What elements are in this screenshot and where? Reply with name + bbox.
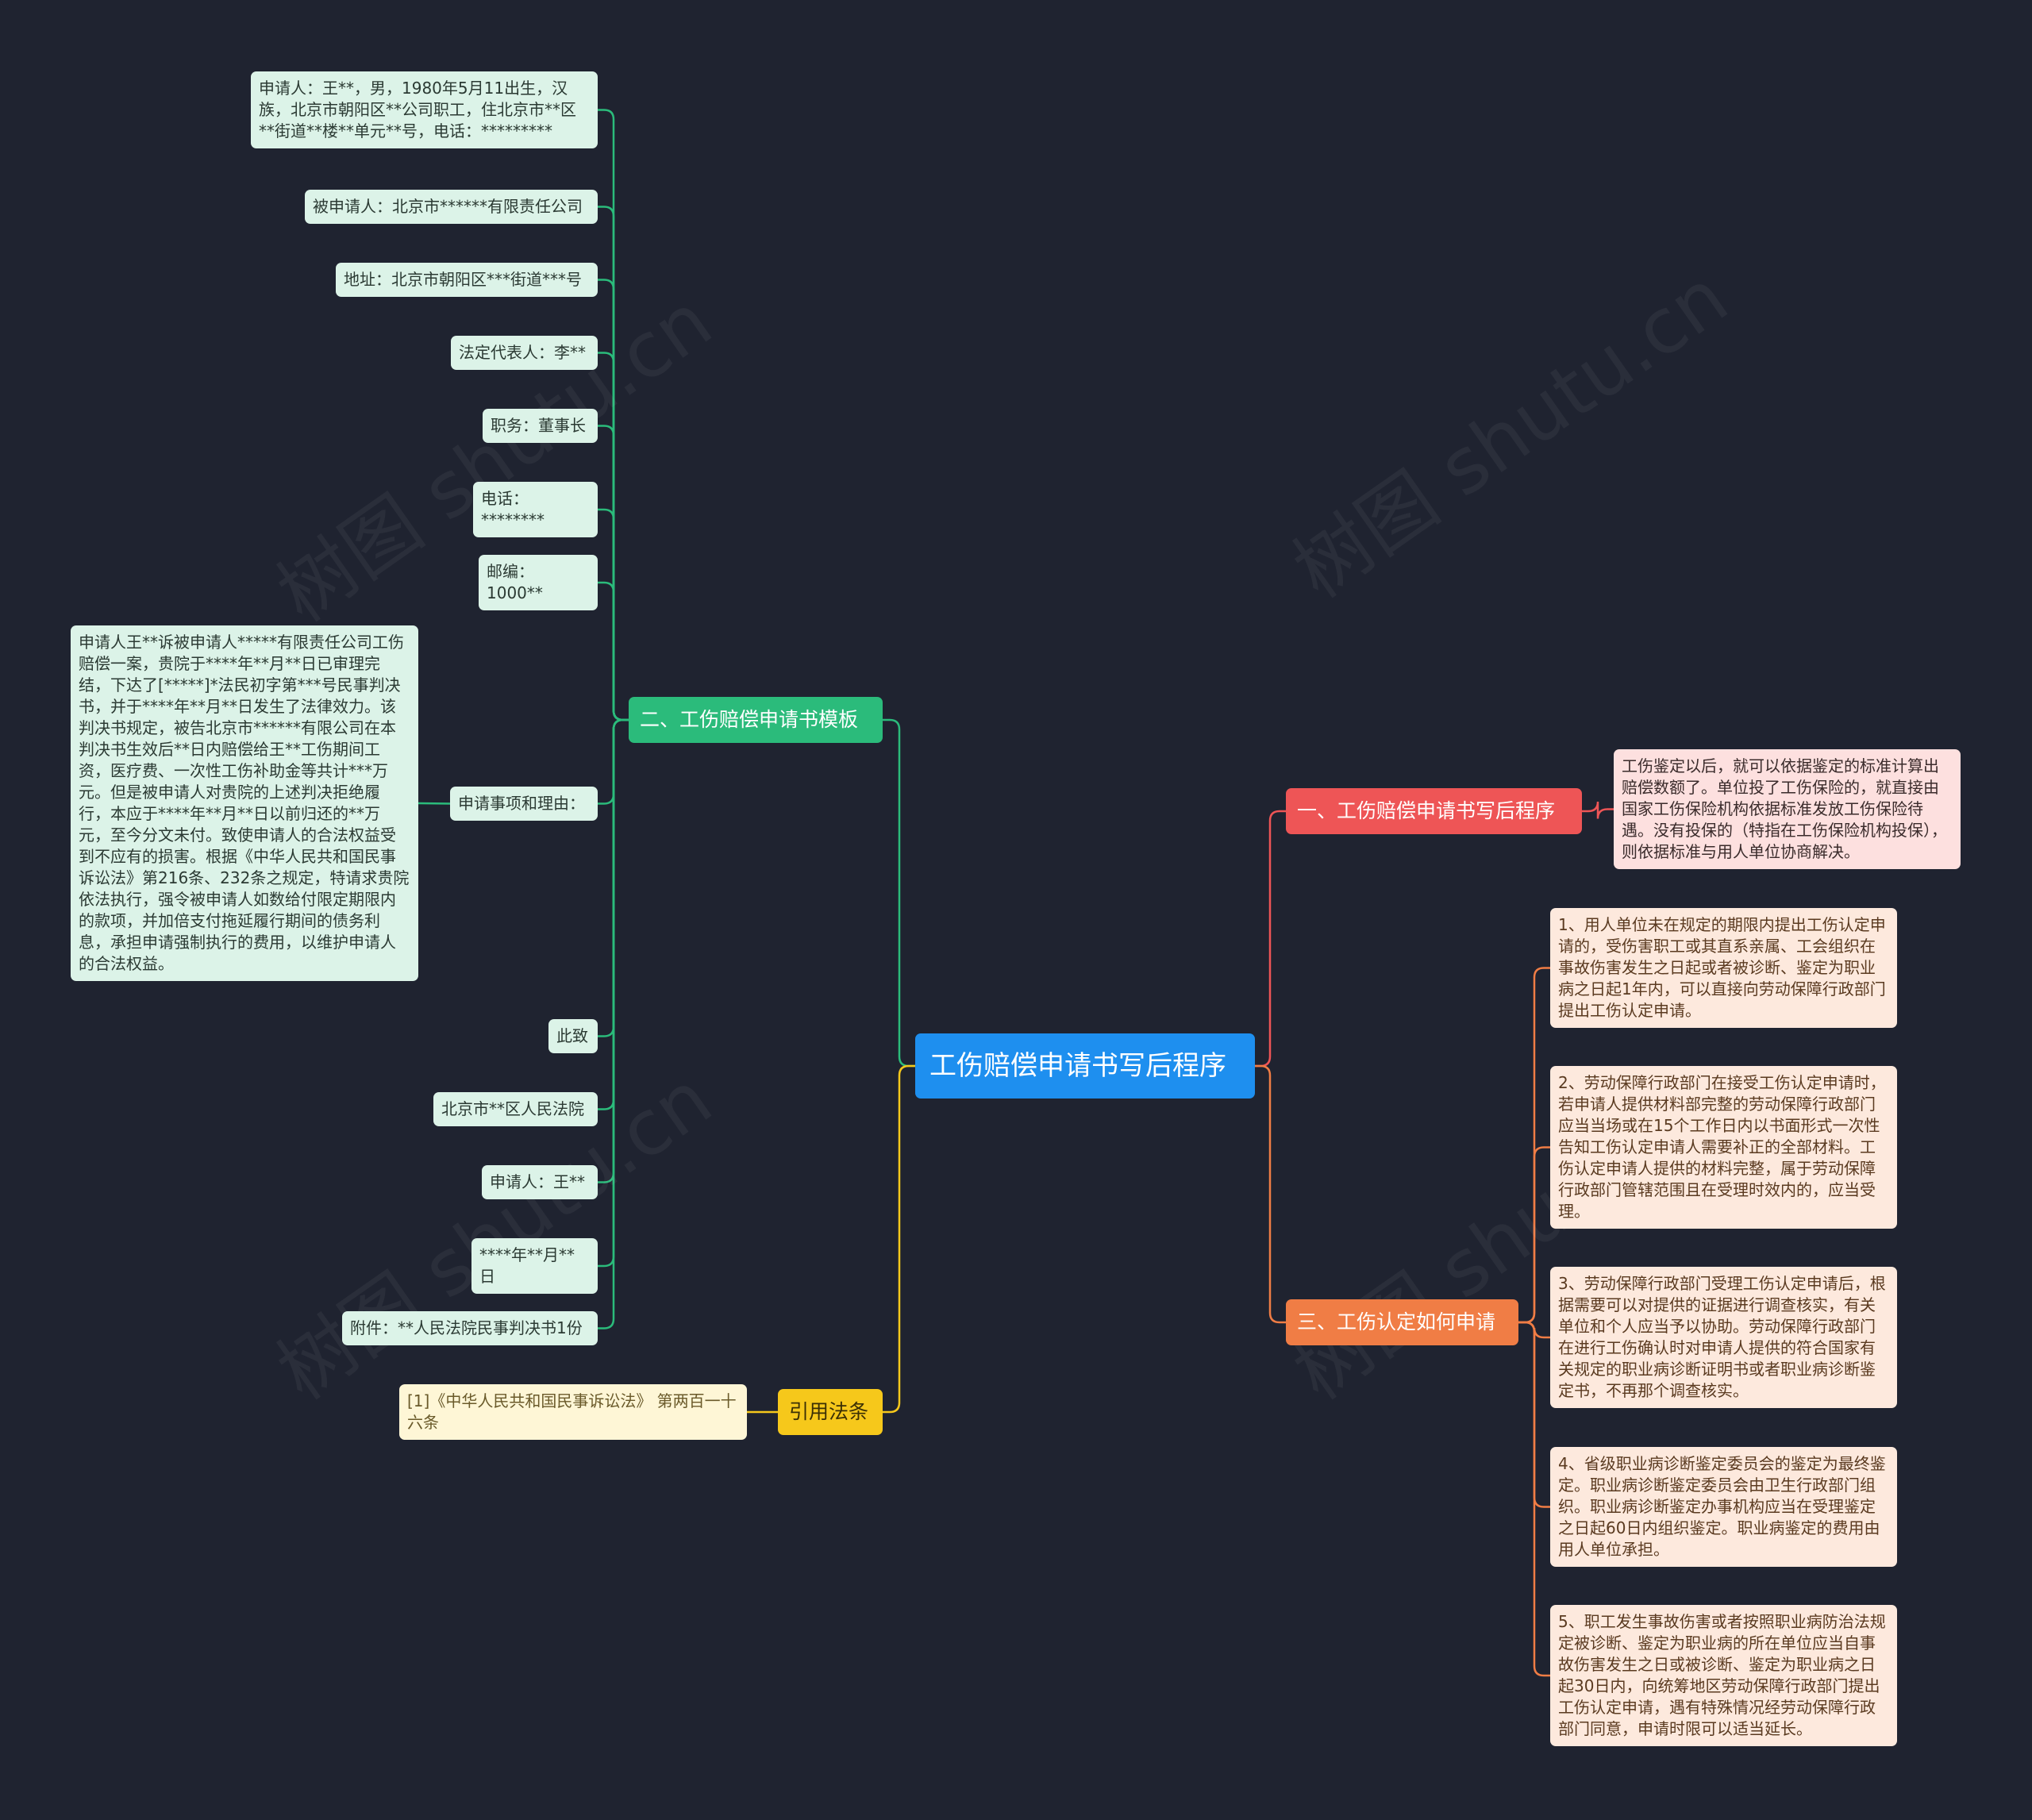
template-item-signature[interactable]: 申请人：王** [482,1165,598,1199]
template-item-address[interactable]: 地址：北京市朝阳区***街道***号 [336,263,598,297]
branch-law[interactable]: 引用法条 [778,1389,883,1435]
link-template-item [598,718,629,1329]
template-item-postcode[interactable]: 邮编：1000** [479,555,598,610]
apply-step-1[interactable]: 1、用人单位未在规定的期限内提出工伤认定申请的，受伤害职工或其直系亲属、工会组织… [1550,908,1897,1028]
procedure-item[interactable]: 工伤鉴定以后，就可以依据鉴定的标准计算出赔偿数额了。单位投了工伤保险的，就直接由… [1614,749,1961,869]
branch-template[interactable]: 二、工伤赔偿申请书模板 [629,697,883,743]
template-item-date[interactable]: ****年**月**日 [471,1238,598,1294]
link-reason-detail [418,802,451,805]
template-item-salutation[interactable]: 此致 [548,1019,598,1053]
template-reason-detail[interactable]: 申请人王**诉被申请人*****有限责任公司工伤赔偿一案，贵院于****年**月… [71,625,418,981]
template-item-legal-rep[interactable]: 法定代表人：李** [451,336,598,370]
root-topic[interactable]: 工伤赔偿申请书写后程序 [915,1033,1255,1099]
link-root-procedure [1255,810,1286,1068]
template-item-phone[interactable]: 电话：******** [473,482,598,537]
template-item-attachment[interactable]: 附件：**人民法院民事判决书1份 [342,1311,598,1345]
law-item[interactable]: [1]《中华人民共和国民事诉讼法》 第两百一十六条 [399,1384,747,1440]
template-item-court[interactable]: 北京市**区人民法院 [433,1092,598,1126]
link-root-apply [1255,1064,1286,1324]
branch-apply[interactable]: 三、工伤认定如何申请 [1286,1299,1518,1345]
link-apply-step [1518,1146,1550,1324]
link-root-law [883,1064,915,1414]
link-template-item [598,581,629,721]
apply-step-3[interactable]: 3、劳动保障行政部门受理工伤认定申请后，根据需要可以对提供的证据进行调查核实，有… [1550,1267,1897,1408]
link-procedure-item [1582,801,1614,819]
template-item-reason[interactable]: 申请事项和理由： [450,787,598,821]
apply-step-4[interactable]: 4、省级职业病诊断鉴定委员会的鉴定为最终鉴定。职业病诊断鉴定委员会由卫生行政部门… [1550,1447,1897,1567]
template-item-respondent[interactable]: 被申请人：北京市******有限责任公司 [305,190,598,224]
template-item-position[interactable]: 职务：董事长 [483,409,598,443]
apply-step-5[interactable]: 5、职工发生事故伤害或者按照职业病防治法规定被诊断、鉴定为职业病的所在单位应当自… [1550,1605,1897,1746]
link-root-template [883,718,915,1068]
branch-procedure[interactable]: 一、工伤赔偿申请书写后程序 [1286,788,1582,834]
apply-step-2[interactable]: 2、劳动保障行政部门在接受工伤认定申请时，若申请人提供材料部完整的劳动保障行政部… [1550,1066,1897,1229]
link-apply-step [1518,1321,1550,1677]
template-item-applicant[interactable]: 申请人：王**，男，1980年5月11出生，汉族，北京市朝阳区**公司职工，住北… [251,71,598,148]
